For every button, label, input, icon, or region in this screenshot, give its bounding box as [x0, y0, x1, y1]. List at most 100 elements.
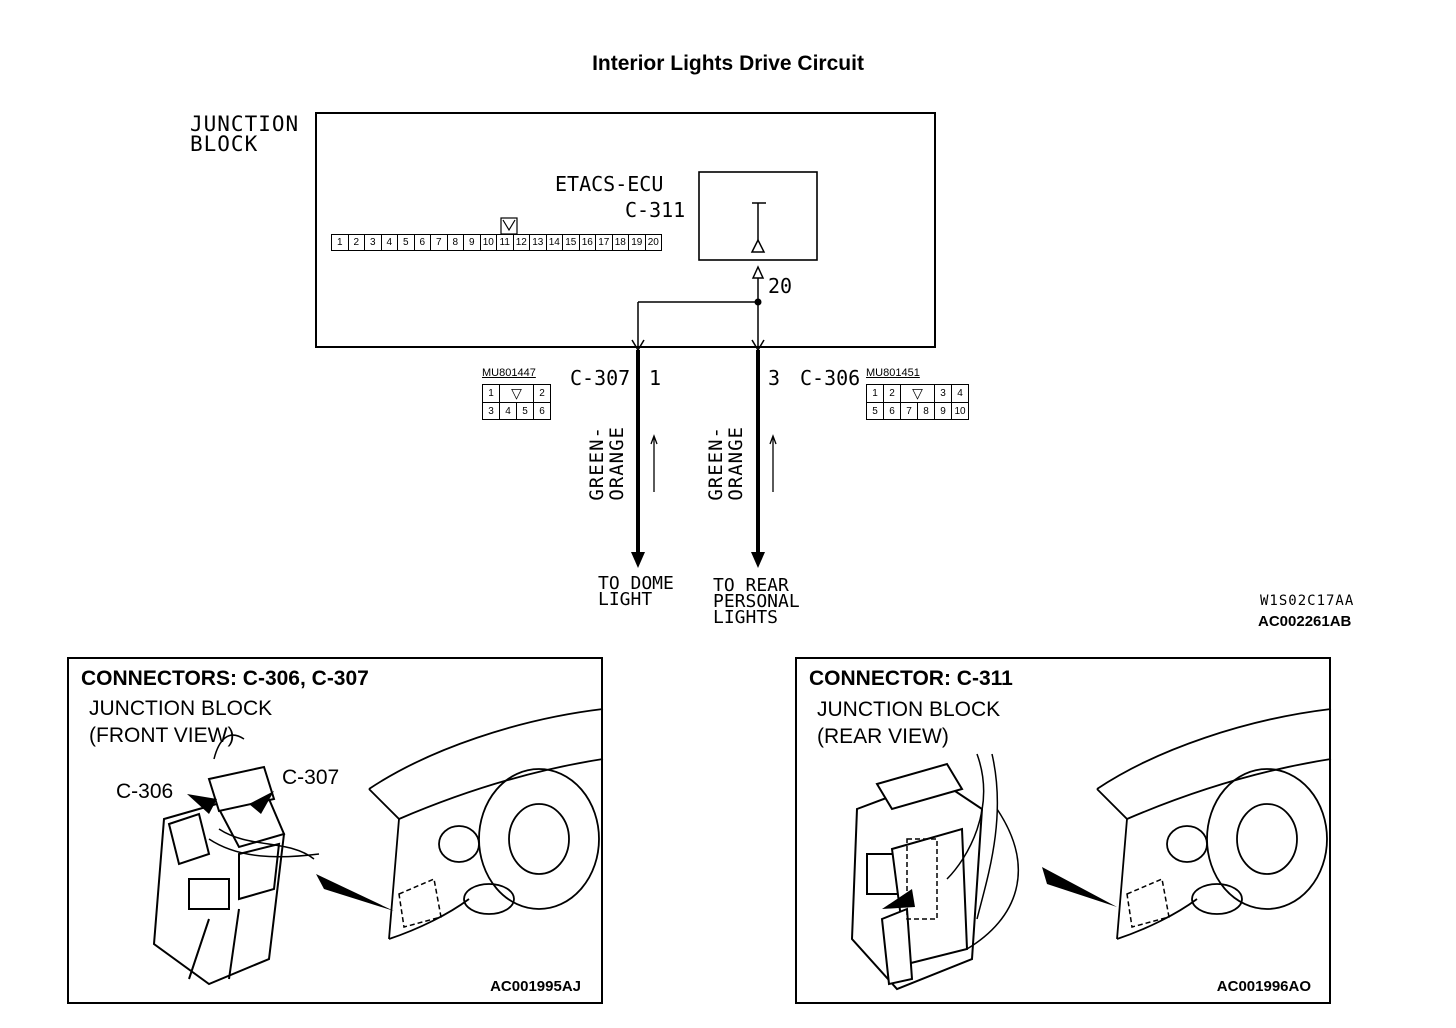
rear-lights-destination-line1: TO REAR — [713, 575, 789, 596]
panel-right-subtitle: JUNCTION BLOCK (REAR VIEW) — [817, 696, 1000, 750]
dashboard-illustration-right — [1096, 708, 1332, 940]
c306-pin: 6 — [883, 402, 901, 420]
ecu-switch-symbol — [750, 202, 766, 253]
c307-part-number: MU801447 — [482, 367, 536, 379]
c307-pin-number: 1 — [649, 366, 662, 390]
c307-label: C-307 — [570, 366, 631, 390]
panel-right-sub2: (REAR VIEW) — [817, 725, 949, 748]
c307-pin: 3 — [482, 402, 500, 420]
c307-pin: 6 — [533, 402, 551, 420]
c311-pin: 7 — [430, 234, 448, 251]
callout-c306: C-306 — [116, 780, 174, 803]
dome-light-destination: TO DOME LIGHT — [598, 573, 674, 610]
c311-pin: 15 — [562, 234, 580, 251]
panel-left-sub2: (FRONT VIEW) — [89, 724, 235, 747]
panel-right-code: AC001996AO — [1216, 978, 1311, 995]
c306-pin: 2 — [883, 384, 901, 403]
rear-lights-destination: TO REAR PERSONAL LIGHTS — [713, 575, 800, 628]
c306-part-number: MU801451 — [866, 367, 920, 379]
c311-pin: 19 — [628, 234, 646, 251]
current-arrows — [650, 434, 777, 492]
c306-pin: 10 — [951, 402, 969, 420]
callout-c307: C-307 — [282, 766, 340, 789]
c306-tab: ▽ — [900, 384, 935, 403]
c307-wire-color: GREEN- — [586, 426, 608, 501]
c311-pin: 18 — [611, 234, 629, 251]
panel-right-title: CONNECTOR: C-311 — [809, 667, 1013, 690]
c307-wire-color-line2: ORANGE — [606, 426, 628, 501]
c311-pin: 9 — [463, 234, 481, 251]
panel-right-sub1: JUNCTION BLOCK — [817, 698, 1001, 721]
arrow-to-c307 — [249, 791, 274, 814]
panel-left-sub1: JUNCTION BLOCK — [89, 697, 273, 720]
c311-pin: 17 — [595, 234, 613, 251]
location-pointer — [316, 874, 394, 911]
c306-pin: 8 — [917, 402, 935, 420]
c306-pin: 1 — [866, 384, 884, 403]
c311-pin: 13 — [529, 234, 547, 251]
c306-pin: 5 — [866, 402, 884, 420]
dome-light-destination-line2: LIGHT — [598, 589, 653, 610]
ecu-pin-number: 20 — [768, 274, 793, 298]
ecu-box — [698, 171, 818, 261]
c307-tab: ▽ — [499, 384, 534, 403]
connector-location-panel-left: CONNECTORS: C-306, C-307 JUNCTION BLOCK … — [67, 657, 604, 1004]
diagram-title: Interior Lights Drive Circuit — [592, 52, 864, 75]
c311-connector-tab — [500, 217, 518, 235]
ecu-name: ETACS-ECU — [555, 172, 664, 196]
c306-label: C-306 — [800, 366, 861, 390]
arrow-to-c306 — [187, 794, 217, 814]
c311-pin: 11 — [496, 234, 514, 251]
c307-pin: 5 — [516, 402, 534, 420]
c311-pin: 8 — [446, 234, 464, 251]
junction-block-label-line1: JUNCTION — [190, 112, 300, 136]
c306-pin: 3 — [934, 384, 952, 403]
ecu-connector: C-311 — [625, 198, 686, 222]
c307-pin: 4 — [499, 402, 517, 420]
c307-wire-color-2: ORANGE — [606, 426, 628, 501]
c311-pin: 12 — [512, 234, 530, 251]
c307-pin: 1 — [482, 384, 500, 403]
c311-pin: 10 — [479, 234, 497, 251]
c311-pin: 1 — [331, 234, 349, 251]
c311-pin: 20 — [644, 234, 662, 251]
arrow-to-c311 — [882, 889, 915, 909]
c307-pin: 2 — [533, 384, 551, 403]
c306-pin-number: 3 — [768, 366, 781, 390]
c311-pin: 6 — [413, 234, 431, 251]
ac-code: AC002261AB — [1258, 613, 1352, 630]
junction-block-rear-illustration — [850, 708, 1332, 991]
load-wires — [636, 350, 760, 552]
connector-chevrons — [631, 339, 765, 352]
c306-wire-color-line2: ORANGE — [725, 426, 747, 501]
c306-pin-diagram: 1 2 ▽ 3 4 5 6 7 8 9 10 — [866, 384, 969, 420]
c307-wire-color-line1: GREEN- — [586, 426, 608, 501]
c306-wire-color-line1: GREEN- — [705, 426, 727, 501]
panel-left-code: AC001995AJ — [490, 978, 581, 995]
connector-location-panel-right: CONNECTOR: C-311 JUNCTION BLOCK (REAR VI… — [795, 657, 1332, 1004]
panel-left-title: CONNECTORS: C-306, C-307 — [81, 667, 369, 690]
c311-pin: 5 — [397, 234, 415, 251]
c311-pin: 16 — [578, 234, 596, 251]
c307-pin-diagram: 1 ▽ 2 3 4 5 6 — [482, 384, 551, 420]
rear-lights-arrow — [751, 552, 765, 568]
dashboard-illustration — [368, 708, 604, 940]
w-code: W1S02C17AA — [1260, 593, 1355, 609]
junction-block-front-illustration — [152, 708, 604, 986]
c306-wire-color-2: ORANGE — [725, 426, 747, 501]
rear-lights-destination-line2: PERSONAL — [713, 591, 800, 612]
dome-light-destination-line1: TO DOME — [598, 573, 674, 594]
c311-pin: 3 — [364, 234, 382, 251]
c306-wire-color: GREEN- — [705, 426, 727, 501]
junction-block-label-line2: BLOCK — [190, 132, 259, 156]
junction-block-outline — [315, 112, 936, 348]
c306-pin: 9 — [934, 402, 952, 420]
splice-point — [754, 298, 762, 306]
c306-pin: 7 — [900, 402, 918, 420]
c311-pin: 4 — [380, 234, 398, 251]
dome-light-arrow — [631, 552, 645, 568]
rear-lights-destination-line3: LIGHTS — [713, 607, 779, 628]
c311-pin: 14 — [545, 234, 563, 251]
c311-pin-strip: 1 2 3 4 5 6 7 8 9 10 11 12 13 14 15 16 1… — [331, 234, 662, 251]
